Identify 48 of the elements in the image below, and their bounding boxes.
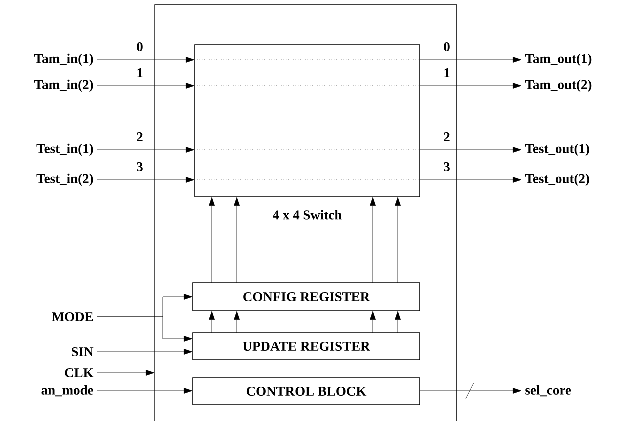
arrow xyxy=(395,197,401,284)
arrow xyxy=(370,197,376,284)
edge-label: 2 xyxy=(442,132,452,142)
arrow xyxy=(234,311,240,334)
arrow xyxy=(96,388,193,394)
control-box: CONTROL BLOCK xyxy=(192,378,420,406)
edge-label: 0 xyxy=(136,41,144,53)
signal-name: sel_core xyxy=(526,385,572,397)
arrow xyxy=(370,311,376,334)
arrow xyxy=(96,316,193,342)
arrow xyxy=(96,147,195,153)
signal-name: SIN xyxy=(72,347,94,357)
signal-name: Test_out(1) xyxy=(525,144,590,156)
signal-name: CLK xyxy=(65,368,94,378)
edge-label: 2 xyxy=(136,132,144,142)
edge-label: 1 xyxy=(136,68,144,78)
arrow xyxy=(420,388,522,394)
arrow xyxy=(395,311,401,334)
edge-label: 0 xyxy=(442,41,452,53)
arrow xyxy=(420,147,522,153)
arrow xyxy=(209,197,215,284)
signal-name: an_mode xyxy=(42,385,94,397)
register-box: UPDATE REGISTER xyxy=(192,332,420,360)
signal-name: Test_in(2) xyxy=(36,174,94,186)
edge-label: 3 xyxy=(442,161,452,173)
arrow xyxy=(420,83,522,89)
signal-name: Tam_in(1) xyxy=(34,54,94,66)
signal-name: Test_out(2) xyxy=(525,174,590,186)
arrow xyxy=(420,57,522,63)
arrow xyxy=(96,83,195,89)
edge-label: 1 xyxy=(442,68,452,78)
switch-box: 4 x 4 Switch xyxy=(194,44,420,220)
edge-label: 3 xyxy=(136,161,144,173)
arrow xyxy=(234,197,240,284)
signal-name: Tam_out(2) xyxy=(525,80,592,92)
arrow xyxy=(209,311,215,334)
arrow xyxy=(96,177,195,183)
arrow xyxy=(96,57,195,63)
node-label: 4 x 4 Switch xyxy=(273,210,342,220)
arrow xyxy=(96,370,155,376)
arrow xyxy=(420,177,522,183)
signal-name: Test_in(1) xyxy=(36,144,94,156)
signal-name: Tam_out(1) xyxy=(525,54,592,66)
signal-name: MODE xyxy=(52,312,94,322)
signal-name: Tam_in(2) xyxy=(34,80,94,92)
arrow xyxy=(96,349,193,355)
outer-block-frame xyxy=(154,4,458,421)
register-box: CONFIG REGISTER xyxy=(192,282,420,312)
